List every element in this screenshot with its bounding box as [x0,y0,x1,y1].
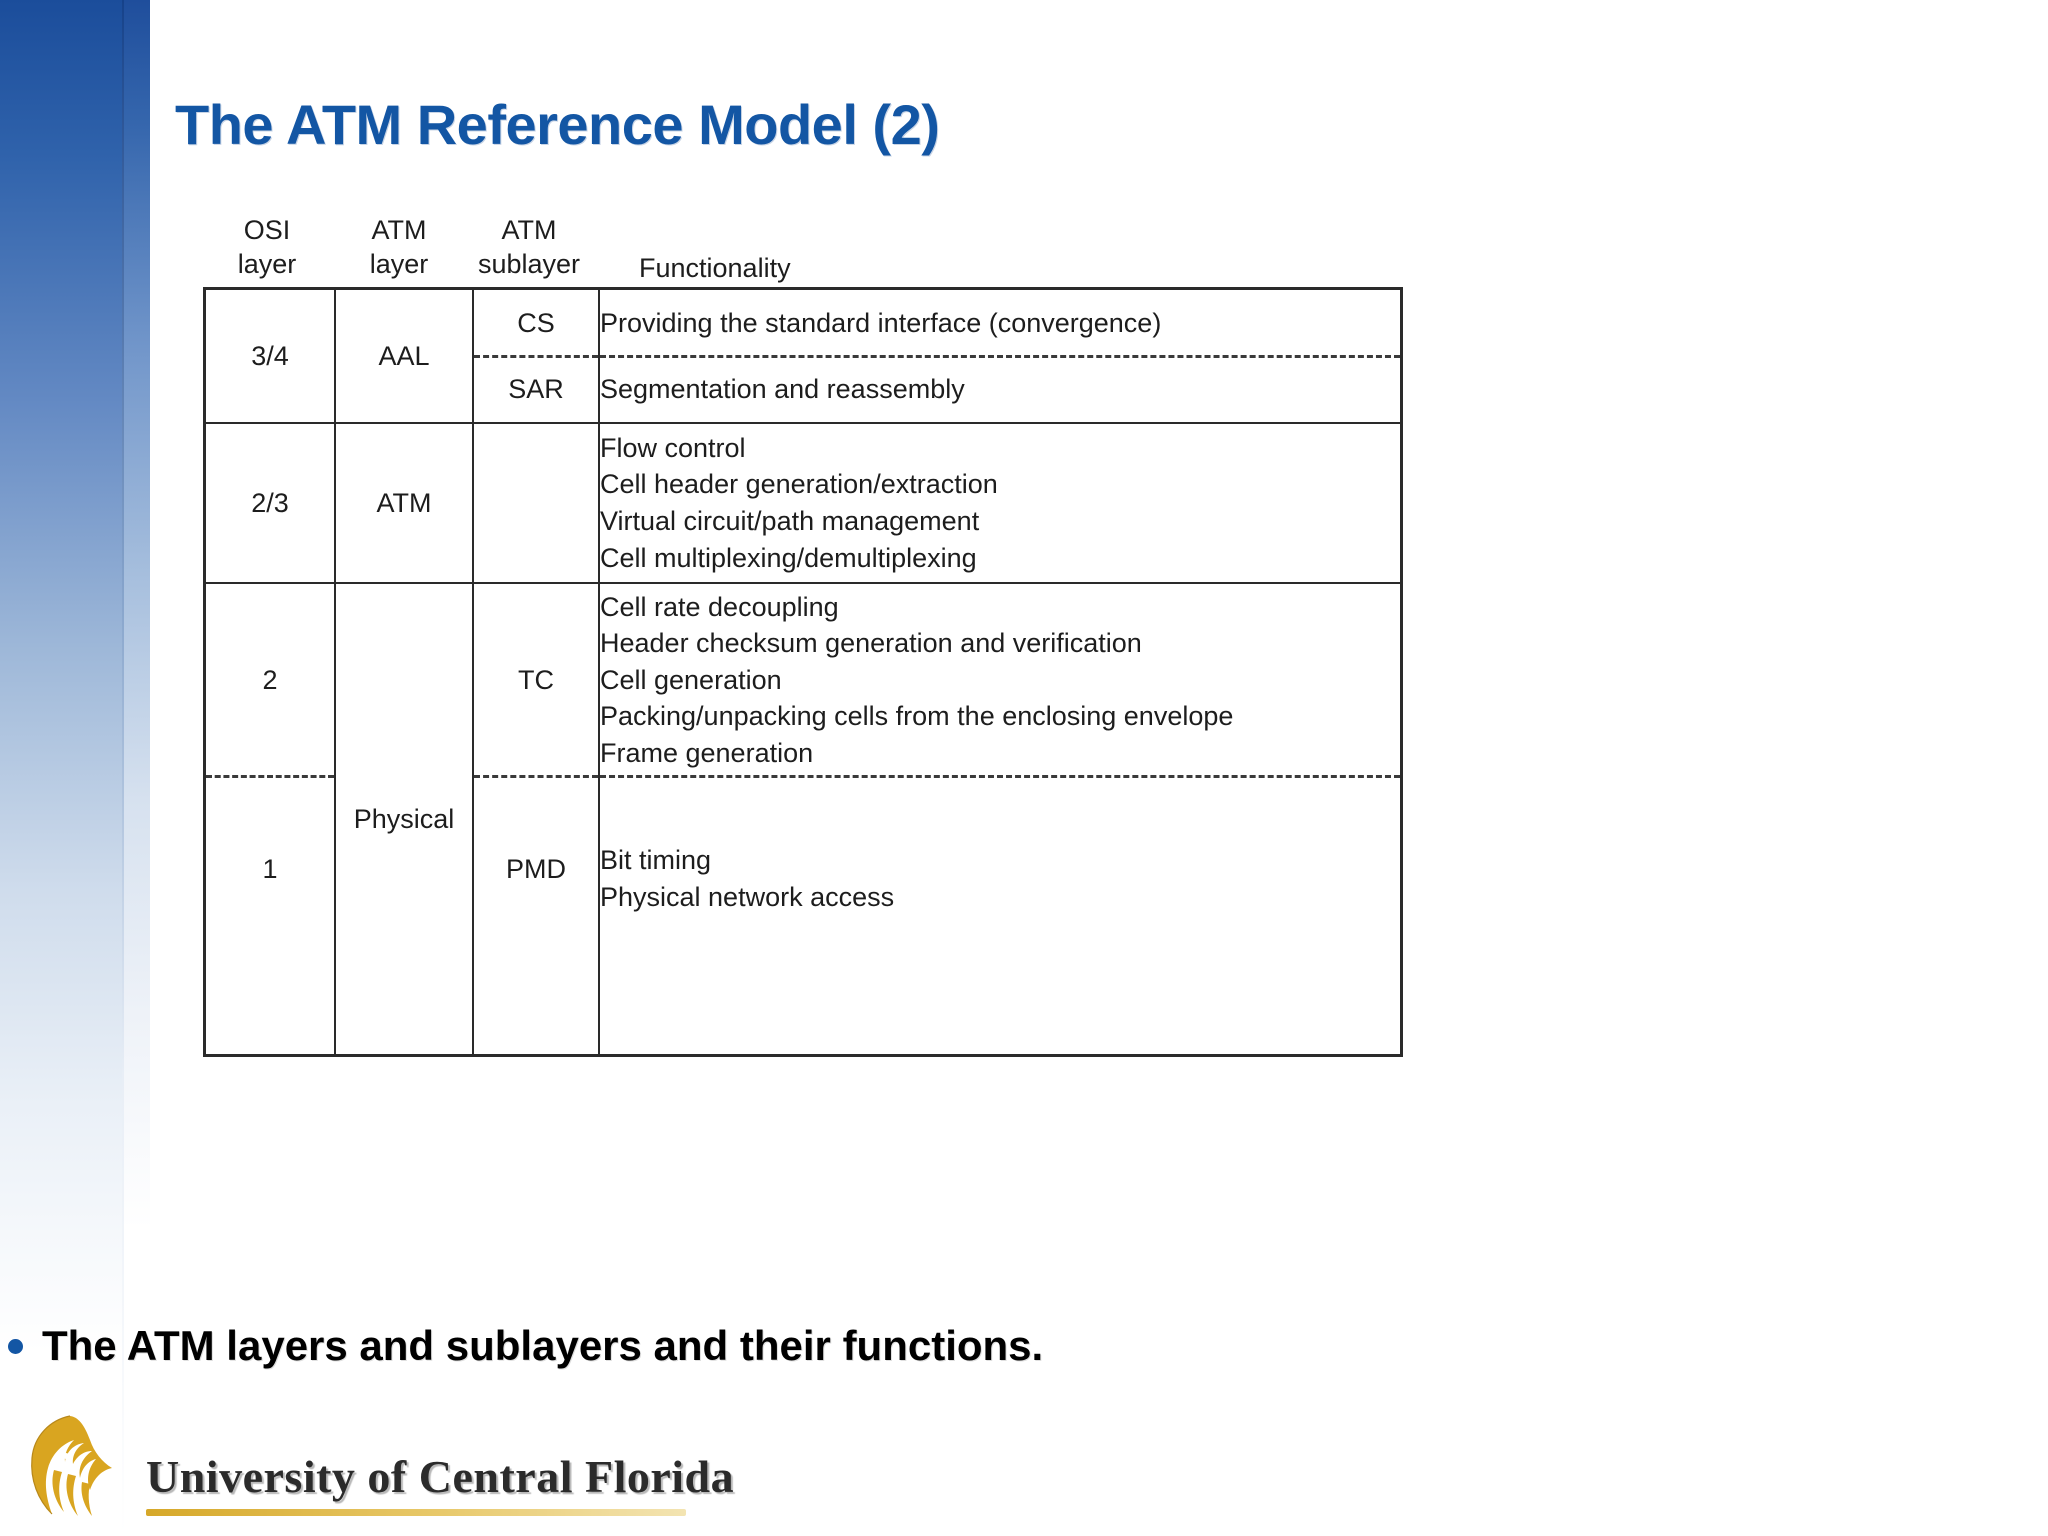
function-item: Header checksum generation and verificat… [600,628,1142,659]
function-item: Virtual circuit/path management [600,506,980,536]
footer-branding: University of Central Florida [24,1412,734,1522]
table-row: 2 Physical TC Cell rate decoupling Heade… [203,582,1403,1057]
ucf-gold-rule [146,1509,686,1516]
function-item: Cell generation [600,664,782,695]
table-row: 2/3 ATM Flow control Cell header generat… [203,422,1403,584]
function-item: Cell rate decoupling [600,591,839,622]
left-gradient-bar-edge [122,0,124,1536]
table-row: 1 PMD Bit timing Physical network access [203,776,1403,1057]
left-gradient-bar [0,0,150,1536]
cell-osi-layer: 1 [203,776,336,1057]
function-list: Bit timing Physical network access [600,842,1400,915]
function-item: Bit timing [600,845,712,875]
header-atm-layer: ATM layer [369,215,429,280]
cell-atm-layer-physical: Physical [334,582,474,1057]
function-item: Flow control [600,432,746,463]
header-atm-sublayer: ATM sublayer [477,215,581,280]
cell-functionality-sar: Segmentation and reassembly [598,356,1403,424]
bullet-text: The ATM layers and sublayers and their f… [42,1322,1044,1369]
cell-sublayer-cs: CS [472,287,600,358]
atm-layers-table: 3/4 AAL CS Providing the standard interf… [203,287,1403,1057]
ucf-pegasus-logo-icon [24,1412,120,1522]
function-list: Flow control Cell header generation/extr… [600,430,1400,576]
cell-osi-layer: 3/4 [203,287,336,424]
function-item: Cell multiplexing/demultiplexing [600,542,977,573]
function-item: Physical network access [600,881,895,912]
table-row: SAR Segmentation and reassembly [205,356,1403,424]
left-gradient-bar-inner [0,0,122,1536]
cell-atm-layer: AAL [334,287,474,424]
cell-functionality-atm: Flow control Cell header generation/extr… [598,422,1403,584]
atm-reference-model-figure: OSI layer ATM layer ATM sublayer Functio… [203,205,1703,1057]
function-item: Frame generation [600,737,814,768]
bullet-line: The ATM layers and sublayers and their f… [8,1322,1043,1370]
cell-sublayer-sar: SAR [472,356,600,424]
page-title: The ATM Reference Model (2) [175,93,940,156]
function-list: Cell rate decoupling Header checksum gen… [600,589,1400,772]
cell-functionality-pmd: Bit timing Physical network access [598,776,1403,1057]
header-osi-layer: OSI layer [237,215,297,280]
cell-osi-layer: 2 [203,582,336,779]
figure-column-headers: OSI layer ATM layer ATM sublayer Functio… [203,205,1703,287]
cell-atm-layer: ATM [334,422,474,584]
cell-functionality-tc: Cell rate decoupling Header checksum gen… [598,582,1403,779]
cell-sublayer-tc: TC [472,582,600,779]
cell-sublayer-empty [472,422,600,584]
ucf-wordmark-block: University of Central Florida [146,1450,734,1516]
ucf-wordmark: University of Central Florida [146,1451,735,1502]
cell-osi-layer: 2/3 [203,422,336,584]
table-row: 3/4 AAL CS Providing the standard interf… [203,287,1403,424]
cell-functionality-cs: Providing the standard interface (conver… [598,287,1403,358]
cell-sublayer-pmd: PMD [472,776,600,1057]
function-item: Packing/unpacking cells from the enclosi… [600,701,1234,732]
header-functionality: Functionality [639,253,791,283]
bullet-dot-icon [8,1338,23,1354]
function-item: Cell header generation/extraction [600,469,998,500]
